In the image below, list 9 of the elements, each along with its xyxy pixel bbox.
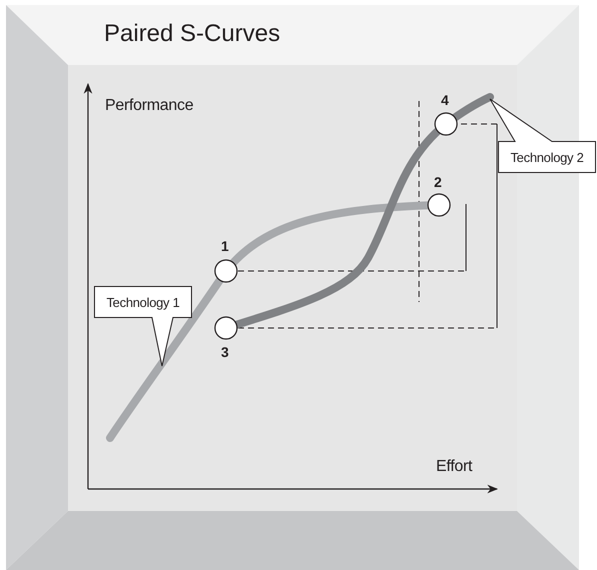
point-number: 1 [221, 238, 228, 254]
callout-bubble: Technology 2 [490, 99, 596, 173]
point-number: 2 [434, 174, 442, 190]
axis-label: Effort [436, 458, 472, 476]
diagram-title: Paired S-Curves [104, 20, 280, 48]
point-number: 3 [221, 344, 228, 360]
point-number: 4 [441, 92, 448, 108]
axis-label: Performance [105, 97, 194, 115]
callout-bubble: Technology 1 [94, 286, 192, 366]
